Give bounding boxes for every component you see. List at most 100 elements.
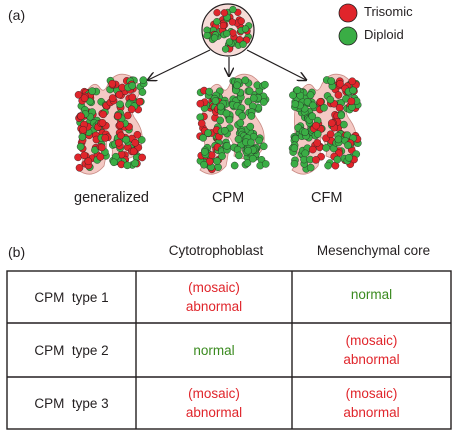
- villus-cell: [335, 104, 344, 112]
- cell-line: (mosaic): [188, 386, 240, 401]
- cell-type-3-mesenchymal-core: (mosaic) abnormal: [292, 377, 451, 429]
- villus-cell: [245, 87, 254, 95]
- villus-cell: [116, 121, 125, 129]
- villus-cell: [129, 147, 138, 156]
- villus-cell: [306, 91, 315, 99]
- villus-cell: [115, 138, 123, 147]
- cell-line: (mosaic): [345, 333, 398, 348]
- villus-cell: [324, 161, 332, 170]
- villus-cell: [261, 160, 270, 168]
- cell-line: abnormal: [343, 405, 400, 420]
- cell-line: abnormal: [185, 299, 243, 314]
- cell-type-3-cytotrophoblast: (mosaic) abnormal: [136, 377, 292, 429]
- row-label-type-1-text: CPM type 1: [34, 289, 109, 305]
- villus-cell: [348, 77, 357, 86]
- villus-cell: [303, 98, 312, 106]
- villus-cell: [222, 109, 231, 118]
- villus-generalized: [74, 73, 148, 175]
- cell-type-1-cytotrophoblast: (mosaic) abnormal: [136, 271, 292, 323]
- villus-cell: [349, 86, 357, 95]
- villus-cell: [241, 76, 249, 85]
- villus-cell: [236, 119, 245, 127]
- table-grid: [6, 270, 452, 430]
- villus-cell: [327, 119, 336, 127]
- villus-cell: [347, 97, 356, 106]
- villus-cell: [220, 126, 229, 135]
- villus-cell: [138, 153, 146, 162]
- villus-cell: [78, 133, 87, 141]
- villus-cell: [233, 81, 241, 90]
- villus-cell: [196, 99, 205, 108]
- villus-cell: [259, 98, 268, 106]
- villus-cell: [345, 153, 353, 162]
- villus-cell: [116, 100, 124, 109]
- row-label-type-1: CPM type 1: [7, 271, 136, 323]
- legend-diploid-label: Diploid: [364, 27, 404, 42]
- villus-cfm: [288, 73, 362, 175]
- villus-cell: [255, 136, 263, 145]
- villus-cell: [115, 90, 124, 99]
- villus-cell: [261, 80, 269, 89]
- villus-cell: [110, 158, 118, 167]
- villus-cell: [218, 152, 226, 161]
- villus-cell: [137, 136, 146, 144]
- arrow-to-generalized: [148, 49, 211, 80]
- villus-cell: [133, 130, 142, 139]
- villus-cell: [327, 77, 336, 85]
- sphere-cell: [229, 29, 237, 37]
- villus-cell: [88, 87, 96, 95]
- villus-cell: [77, 112, 85, 121]
- villus-cell: [244, 146, 252, 155]
- villus-cell: [306, 163, 315, 172]
- villus-cell: [101, 134, 110, 142]
- villus-cell: [247, 138, 255, 147]
- villus-cell: [249, 154, 257, 163]
- column-header-cytotrophoblast: Cytotrophoblast: [168, 243, 264, 258]
- cell-line: abnormal: [343, 352, 400, 367]
- villus-cell: [223, 142, 231, 150]
- villus-cell: [200, 160, 208, 169]
- villus-cell: [108, 79, 117, 88]
- panel-a-label: (a): [8, 7, 26, 23]
- sphere-cell: [211, 34, 219, 42]
- villus-cell: [301, 149, 310, 158]
- villus-cell: [337, 111, 346, 120]
- sphere-cell: [213, 17, 221, 26]
- cell-type-1-mesenchymal-core: normal: [292, 271, 451, 317]
- villus-cell: [290, 160, 299, 168]
- cell-line: (mosaic): [345, 386, 398, 401]
- villus-cell: [247, 112, 256, 120]
- villus-cell: [139, 76, 148, 84]
- villus-cell: [333, 155, 342, 164]
- villus-cell: [131, 138, 140, 147]
- villus-cell: [99, 110, 107, 119]
- villus-cell: [98, 143, 106, 152]
- villus-cell: [123, 161, 132, 170]
- villus-cell: [80, 151, 89, 160]
- villus-cell: [326, 95, 335, 104]
- villus-cell: [259, 142, 268, 151]
- villus-cell: [122, 135, 130, 144]
- villus-cell: [204, 129, 212, 137]
- legend-trisomic-label: Trisomic: [364, 4, 413, 19]
- villus-cell: [249, 94, 258, 102]
- villus-cell: [200, 148, 209, 156]
- villus-cell: [334, 135, 343, 144]
- caption-generalized: generalized: [74, 190, 149, 206]
- villus-cell: [225, 115, 234, 124]
- villus-cell: [234, 135, 243, 144]
- villus-cell: [138, 88, 147, 96]
- villus-cell: [135, 97, 144, 106]
- villus-cell: [84, 157, 93, 166]
- sphere-cell: [228, 18, 236, 26]
- villus-cell: [316, 97, 325, 106]
- cell-line: normal: [193, 342, 235, 358]
- sphere-cell: [223, 29, 231, 38]
- villus-cell: [235, 151, 243, 160]
- cell-line: normal: [350, 286, 393, 302]
- villus-cell: [108, 94, 117, 102]
- arrow-to-cfm: [246, 49, 306, 80]
- villus-cell: [291, 100, 300, 108]
- villus-cell: [205, 87, 214, 96]
